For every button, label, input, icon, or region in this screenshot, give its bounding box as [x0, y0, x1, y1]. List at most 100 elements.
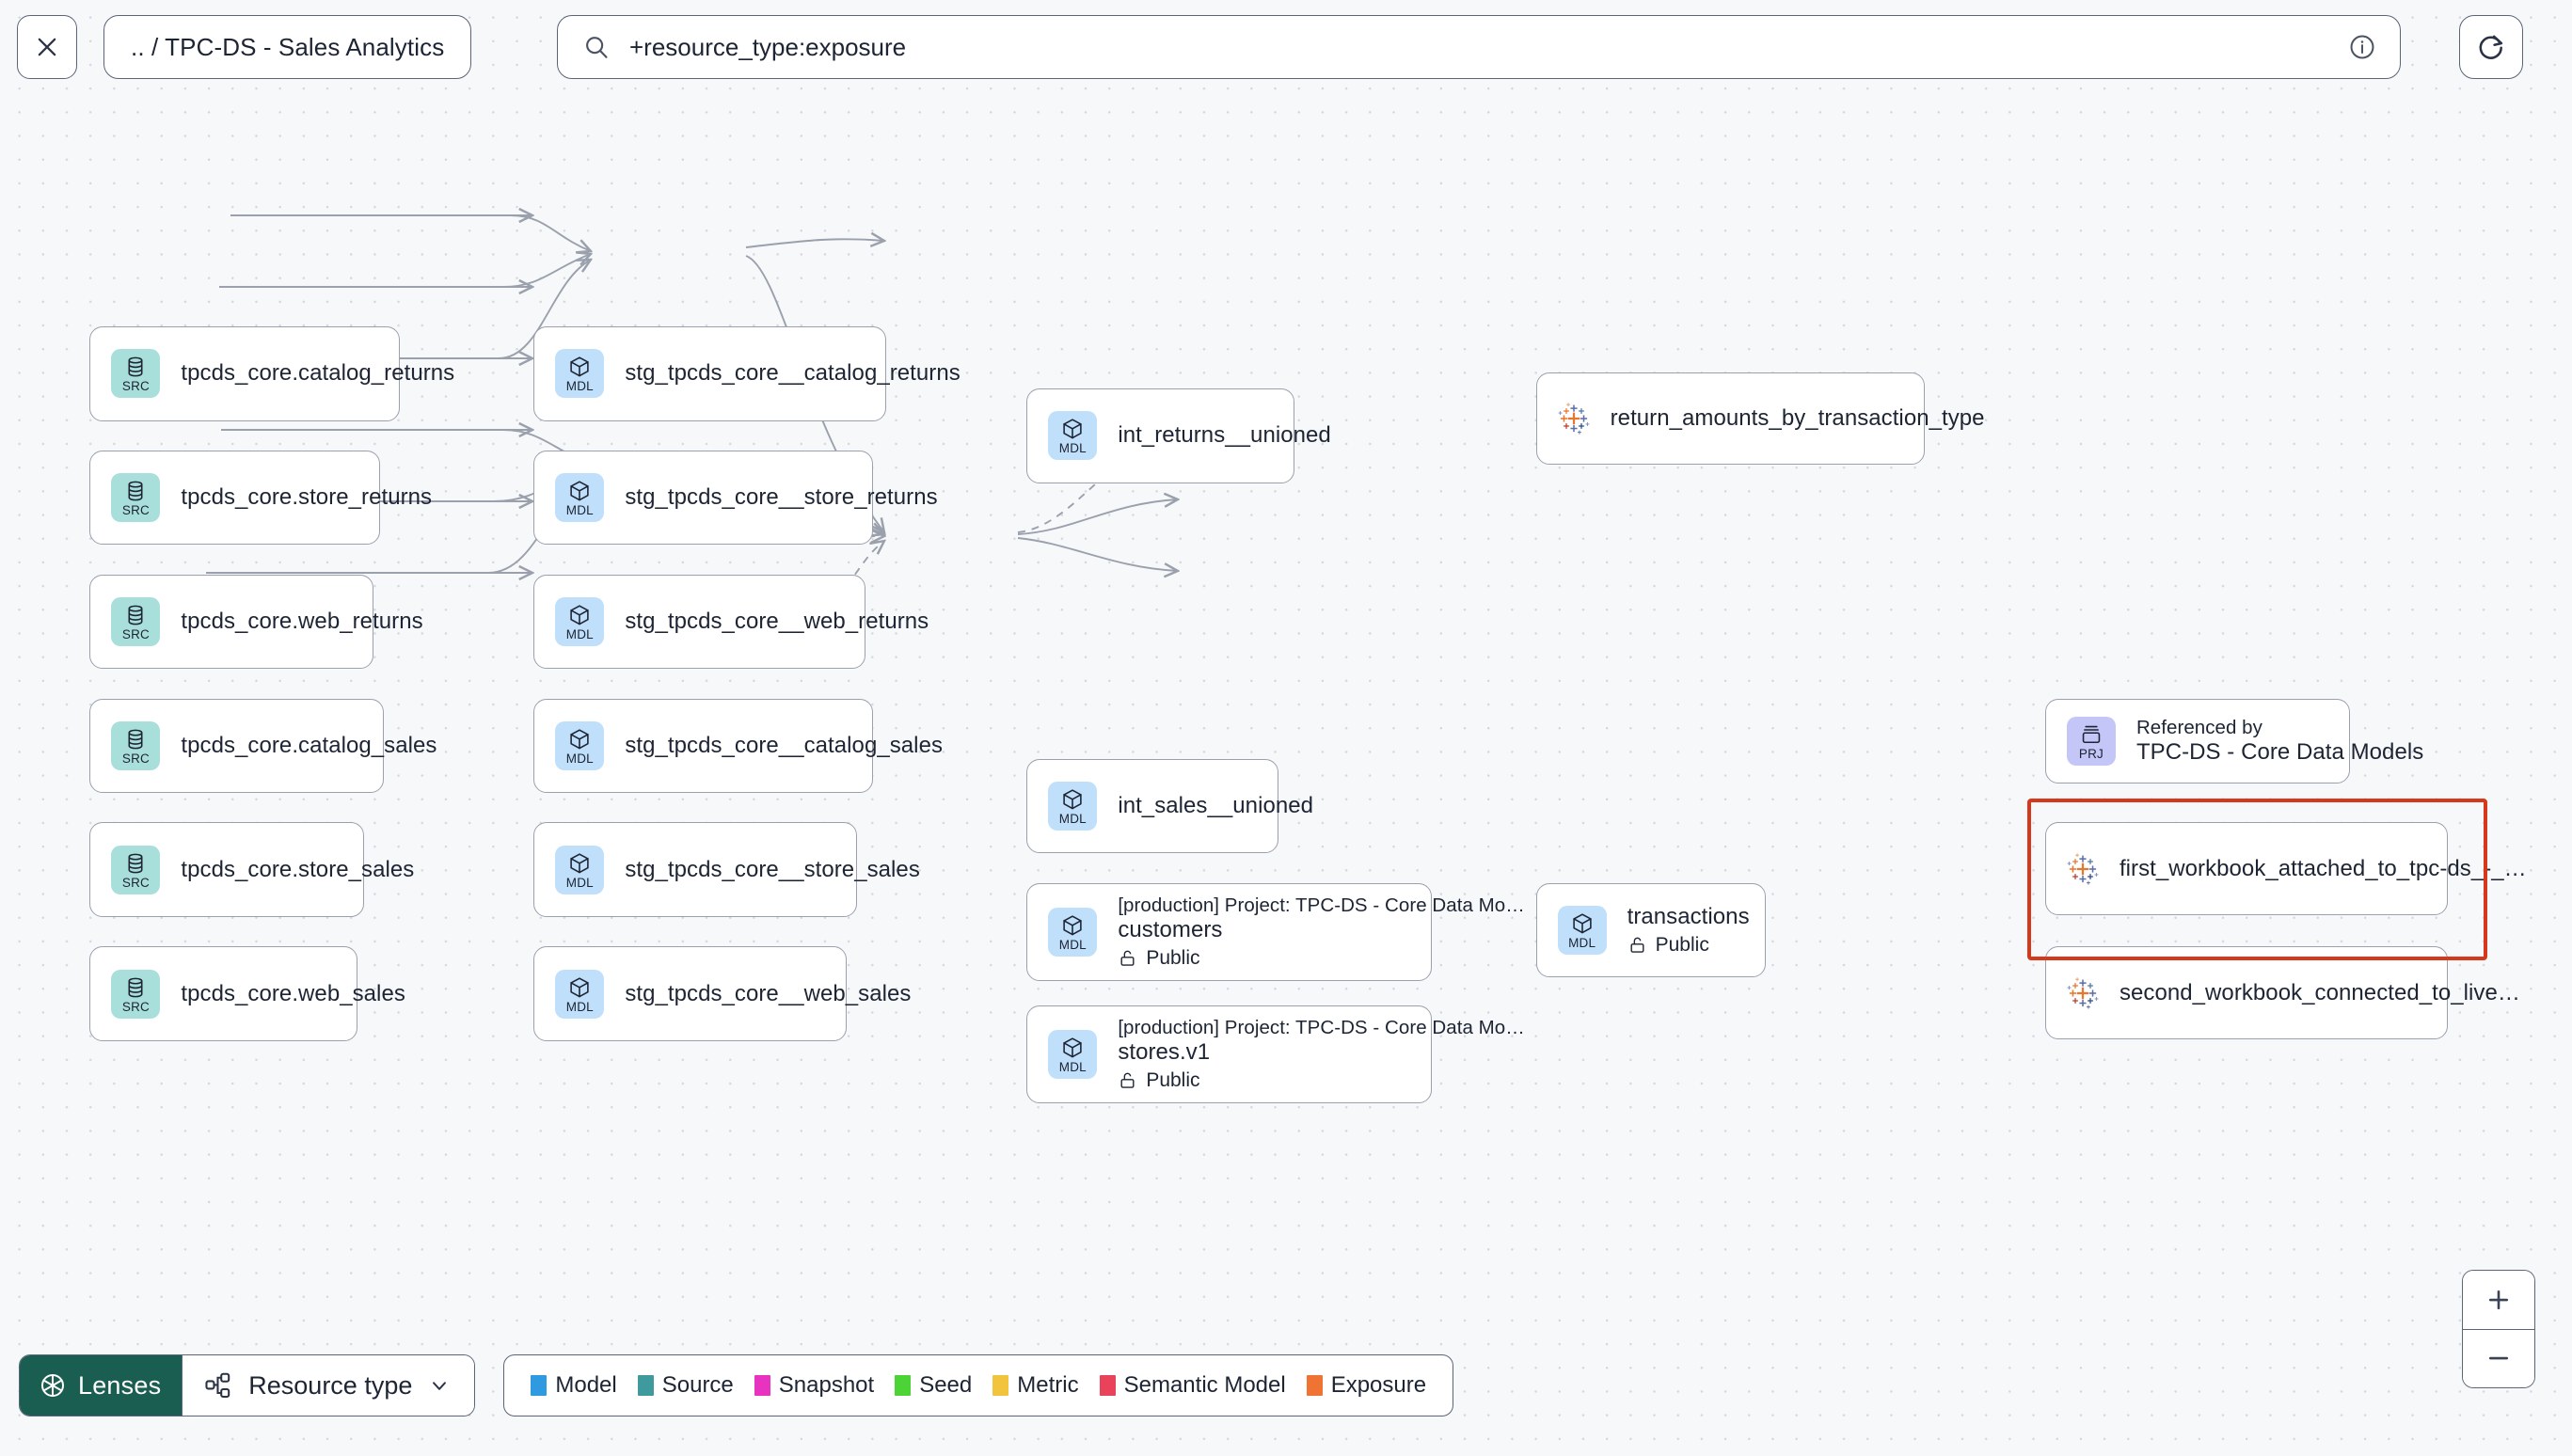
close-button[interactable] [17, 15, 77, 79]
nodes-icon [205, 1372, 230, 1399]
legend-item[interactable]: Seed [895, 1372, 972, 1399]
node-visibility-label: Public [1146, 946, 1200, 969]
graph-node-src_catalog_returns[interactable]: SRC tpcds_core.catalog_returns [89, 326, 455, 421]
legend-item[interactable]: Semantic Model [1099, 1372, 1286, 1399]
graph-node-return_amounts_by_transaction_type[interactable]: return_amounts_by_transaction_type [1535, 372, 1985, 466]
legend-label: Semantic Model [1123, 1372, 1286, 1398]
node-body: second_workbook_connected_to_live… [2120, 980, 2520, 1006]
graph-node-second_workbook[interactable]: second_workbook_connected_to_live… [2044, 946, 2520, 1040]
node-type-badge-label: MDL [1058, 937, 1087, 952]
cube-icon [1063, 915, 1082, 935]
node-body: int_sales__unioned [1118, 793, 1314, 819]
breadcrumb[interactable]: .. / TPC-DS - Sales Analytics [103, 15, 472, 79]
chevron-down-icon [433, 1382, 447, 1390]
node-body: tpcds_core.web_sales [181, 980, 405, 1007]
node-title: stg_tpcds_core__catalog_returns [625, 360, 961, 387]
node-type-badge: MDL [555, 969, 605, 1019]
node-body: [production] Project: TPC-DS - Core Data… [1118, 1017, 1524, 1092]
node-body: stg_tpcds_core__web_sales [625, 981, 911, 1007]
node-body: return_amounts_by_transaction_type [1610, 405, 1985, 432]
legend-item[interactable]: Source [637, 1372, 734, 1399]
node-title: tpcds_core.store_returns [181, 484, 433, 511]
database-icon [128, 481, 143, 501]
node-title: first_workbook_attached_to_tpc-ds_-_… [2119, 855, 2527, 881]
legend-item[interactable]: Metric [992, 1372, 1079, 1399]
tableau-workbook-icon [2067, 976, 2099, 1009]
legend-label: Seed [919, 1372, 973, 1398]
node-body: stg_tpcds_core__catalog_sales [625, 732, 944, 759]
database-icon [128, 977, 143, 998]
cube-icon [570, 481, 590, 501]
node-visibility-badge: Public [1118, 947, 1430, 970]
node-type-badge: SRC [111, 969, 161, 1019]
search-input[interactable]: +resource_type:exposure [629, 32, 907, 61]
database-icon [128, 356, 143, 377]
node-type-badge-label: MDL [565, 379, 594, 394]
graph-node-stg_store_sales[interactable]: MDL stg_tpcds_core__store_sales [533, 822, 920, 918]
graph-node-src_web_sales[interactable]: SRC tpcds_core.web_sales [89, 946, 405, 1041]
lenses-button[interactable]: Lenses [20, 1355, 183, 1416]
cube-icon [1063, 419, 1082, 439]
legend-item[interactable]: Model [531, 1372, 617, 1399]
node-body: stg_tpcds_core__web_returns [625, 609, 929, 635]
node-title: tpcds_core.web_sales [181, 980, 405, 1006]
node-visibility-label: Public [1146, 1068, 1200, 1091]
info-circle-icon[interactable] [2347, 32, 2377, 62]
node-type-badge-label: MDL [1058, 441, 1087, 456]
zoom-out-button[interactable] [2463, 1329, 2534, 1387]
node-subtitle: [production] Project: TPC-DS - Core Data… [1118, 894, 1525, 916]
search-bar[interactable]: +resource_type:exposure [557, 15, 2401, 79]
cube-icon [570, 356, 590, 377]
resource-type-dropdown[interactable]: Resource type [182, 1355, 475, 1416]
node-type-badge: MDL [555, 473, 605, 523]
node-body: stg_tpcds_core__catalog_returns [625, 360, 961, 387]
legend-item[interactable]: Exposure [1306, 1372, 1426, 1399]
graph-node-first_workbook[interactable]: first_workbook_attached_to_tpc-ds_-_… [2044, 822, 2527, 916]
node-body: tpcds_core.catalog_returns [181, 360, 455, 387]
refresh-button[interactable] [2459, 15, 2523, 79]
node-title: tpcds_core.catalog_returns [181, 360, 455, 387]
cube-icon [570, 853, 590, 874]
close-icon [38, 38, 56, 56]
node-title: stores.v1 [1118, 1038, 1211, 1065]
graph-node-stg_catalog_returns[interactable]: MDL stg_tpcds_core__catalog_returns [533, 326, 961, 421]
cube-icon [570, 729, 590, 750]
node-type-badge-label: MDL [565, 875, 594, 890]
node-type-badge: MDL [555, 349, 605, 399]
lenses-label: Lenses [78, 1370, 162, 1400]
node-type-badge-label: MDL [565, 751, 594, 766]
node-type-badge: SRC [111, 349, 161, 399]
node-title: return_amounts_by_transaction_type [1610, 405, 1985, 432]
node-type-badge-label: MDL [1058, 1059, 1087, 1074]
legend-swatch [1099, 1375, 1116, 1396]
top-header: .. / TPC-DS - Sales Analytics +resource_… [0, 0, 2572, 109]
node-title: stg_tpcds_core__catalog_sales [625, 732, 944, 758]
node-title: TPC-DS - Core Data Models [2135, 738, 2424, 765]
legend-label: Source [661, 1372, 734, 1398]
graph-node-customers[interactable]: MDL [production] Project: TPC-DS - Core D… [1026, 882, 1525, 981]
node-title: int_sales__unioned [1118, 793, 1314, 819]
legend-label: Metric [1017, 1372, 1079, 1398]
graph-node-stg_catalog_sales[interactable]: MDL stg_tpcds_core__catalog_sales [533, 698, 944, 794]
node-type-badge-label: SRC [121, 627, 150, 642]
graph-node-stg_web_sales[interactable]: MDL stg_tpcds_core__web_sales [533, 946, 911, 1041]
unlock-icon [1120, 1072, 1135, 1089]
node-type-badge-label: MDL [565, 503, 594, 518]
graph-node-stores_v1[interactable]: MDL [production] Project: TPC-DS - Core D… [1026, 1005, 1525, 1103]
zoom-in-button[interactable] [2463, 1271, 2534, 1330]
cube-icon [1063, 1037, 1082, 1058]
node-title: stg_tpcds_core__store_sales [625, 856, 920, 882]
legend-item[interactable]: Snapshot [754, 1372, 874, 1399]
